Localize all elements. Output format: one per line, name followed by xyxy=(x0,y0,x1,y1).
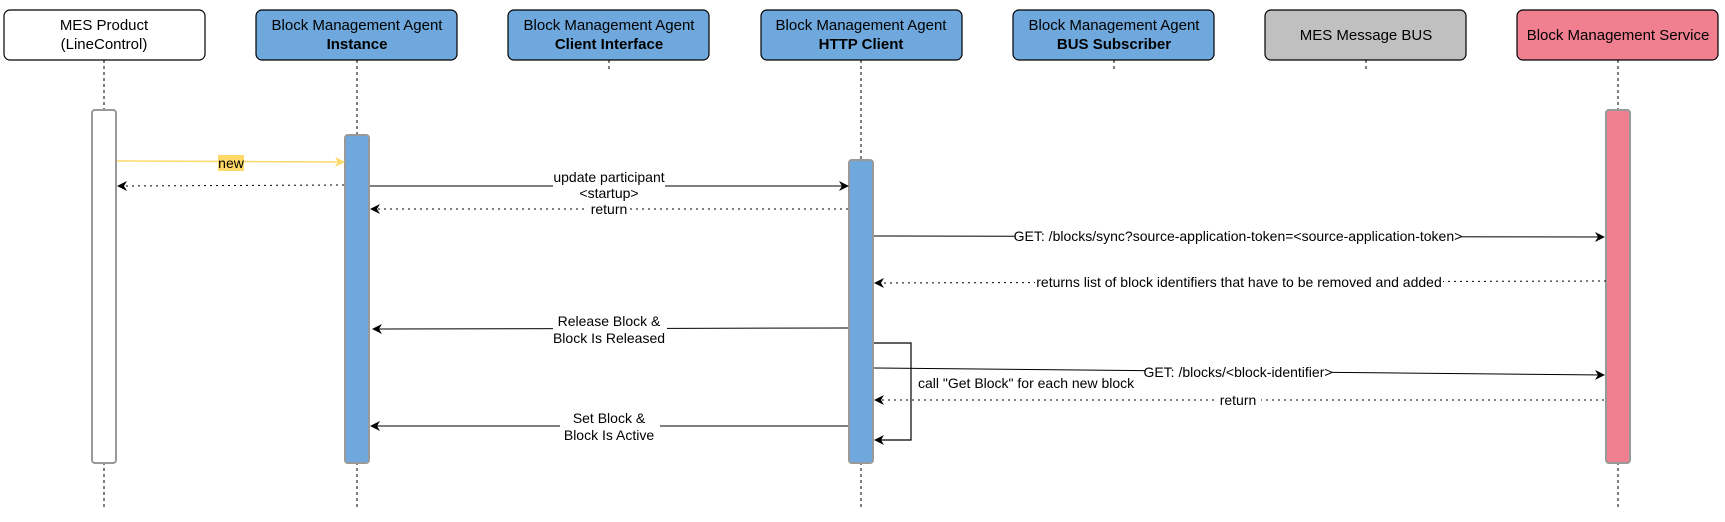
participant-bma-instance: Block Management Agent Instance xyxy=(255,9,458,61)
activation-bma-http xyxy=(848,159,874,464)
message-get-sync-label: GET: /blocks/sync?source-application-tok… xyxy=(1014,228,1463,244)
message-returns-list-label-bg xyxy=(1035,274,1443,290)
participant-bms: Block Management Service xyxy=(1516,9,1719,61)
message-startup-label: <startup> xyxy=(579,185,638,201)
message-return-new-arrow xyxy=(117,180,345,191)
message-release-block-label-bg xyxy=(553,314,667,346)
message-return-2-label: return xyxy=(1220,392,1257,408)
message-set-block-label-bg xyxy=(560,411,660,443)
message-update-participant-label: update participant xyxy=(553,169,664,185)
message-returns-list-arrow xyxy=(874,277,1607,288)
participant-mes-product-line2: (LineControl) xyxy=(61,36,148,53)
message-update-participant-label-bg xyxy=(553,170,665,200)
participant-bma-instance-line1: Block Management Agent xyxy=(272,17,444,34)
message-release-block-label-2: Block Is Released xyxy=(553,330,665,346)
participant-bma-instance-line2: Instance xyxy=(327,36,388,53)
message-return-2-label-bg xyxy=(1215,393,1261,408)
participant-bma-client-line2: Client Interface xyxy=(555,36,663,53)
message-return-1-label: return xyxy=(591,201,628,217)
message-get-block-label: GET: /blocks/<block-identifier> xyxy=(1143,364,1332,380)
participant-bma-client-line1: Block Management Agent xyxy=(524,17,696,34)
participant-bma-bus-line1: Block Management Agent xyxy=(1029,17,1201,34)
participant-bma-http-line2: HTTP Client xyxy=(819,36,904,53)
participant-bma-http: Block Management Agent HTTP Client xyxy=(760,9,963,61)
participant-mes-bus: MES Message BUS xyxy=(1264,9,1467,61)
message-returns-list-label: returns list of block identifiers that h… xyxy=(1036,274,1441,290)
message-new-label-bg xyxy=(218,155,244,171)
loop-label: call "Get Block" for each new block xyxy=(918,375,1135,391)
activation-bms xyxy=(1605,109,1631,464)
participant-mes-bus-label: MES Message BUS xyxy=(1300,27,1433,44)
message-release-block-label-1: Release Block & xyxy=(558,313,661,329)
message-return-1-label-bg xyxy=(588,202,630,216)
message-set-block-label-2: Block Is Active xyxy=(564,427,654,443)
participant-mes-product-line1: MES Product xyxy=(60,17,149,34)
message-get-block-label-bg xyxy=(1145,364,1331,380)
participant-bma-http-line1: Block Management Agent xyxy=(776,17,948,34)
loop-self-call xyxy=(874,342,912,445)
message-get-sync-label-bg xyxy=(1015,228,1461,244)
participant-mes-product: MES Product (LineControl) xyxy=(3,9,206,61)
participant-bma-bus-line2: BUS Subscriber xyxy=(1057,36,1171,53)
participant-bma-client: Block Management Agent Client Interface xyxy=(507,9,710,61)
activation-mes-product xyxy=(91,109,117,464)
message-set-block-label-1: Set Block & xyxy=(573,410,646,426)
activation-bma-instance xyxy=(344,134,370,464)
message-new-label: new xyxy=(218,155,245,171)
participant-bma-bus: Block Management Agent BUS Subscriber xyxy=(1012,9,1215,61)
participant-bms-label: Block Management Service xyxy=(1527,27,1710,44)
